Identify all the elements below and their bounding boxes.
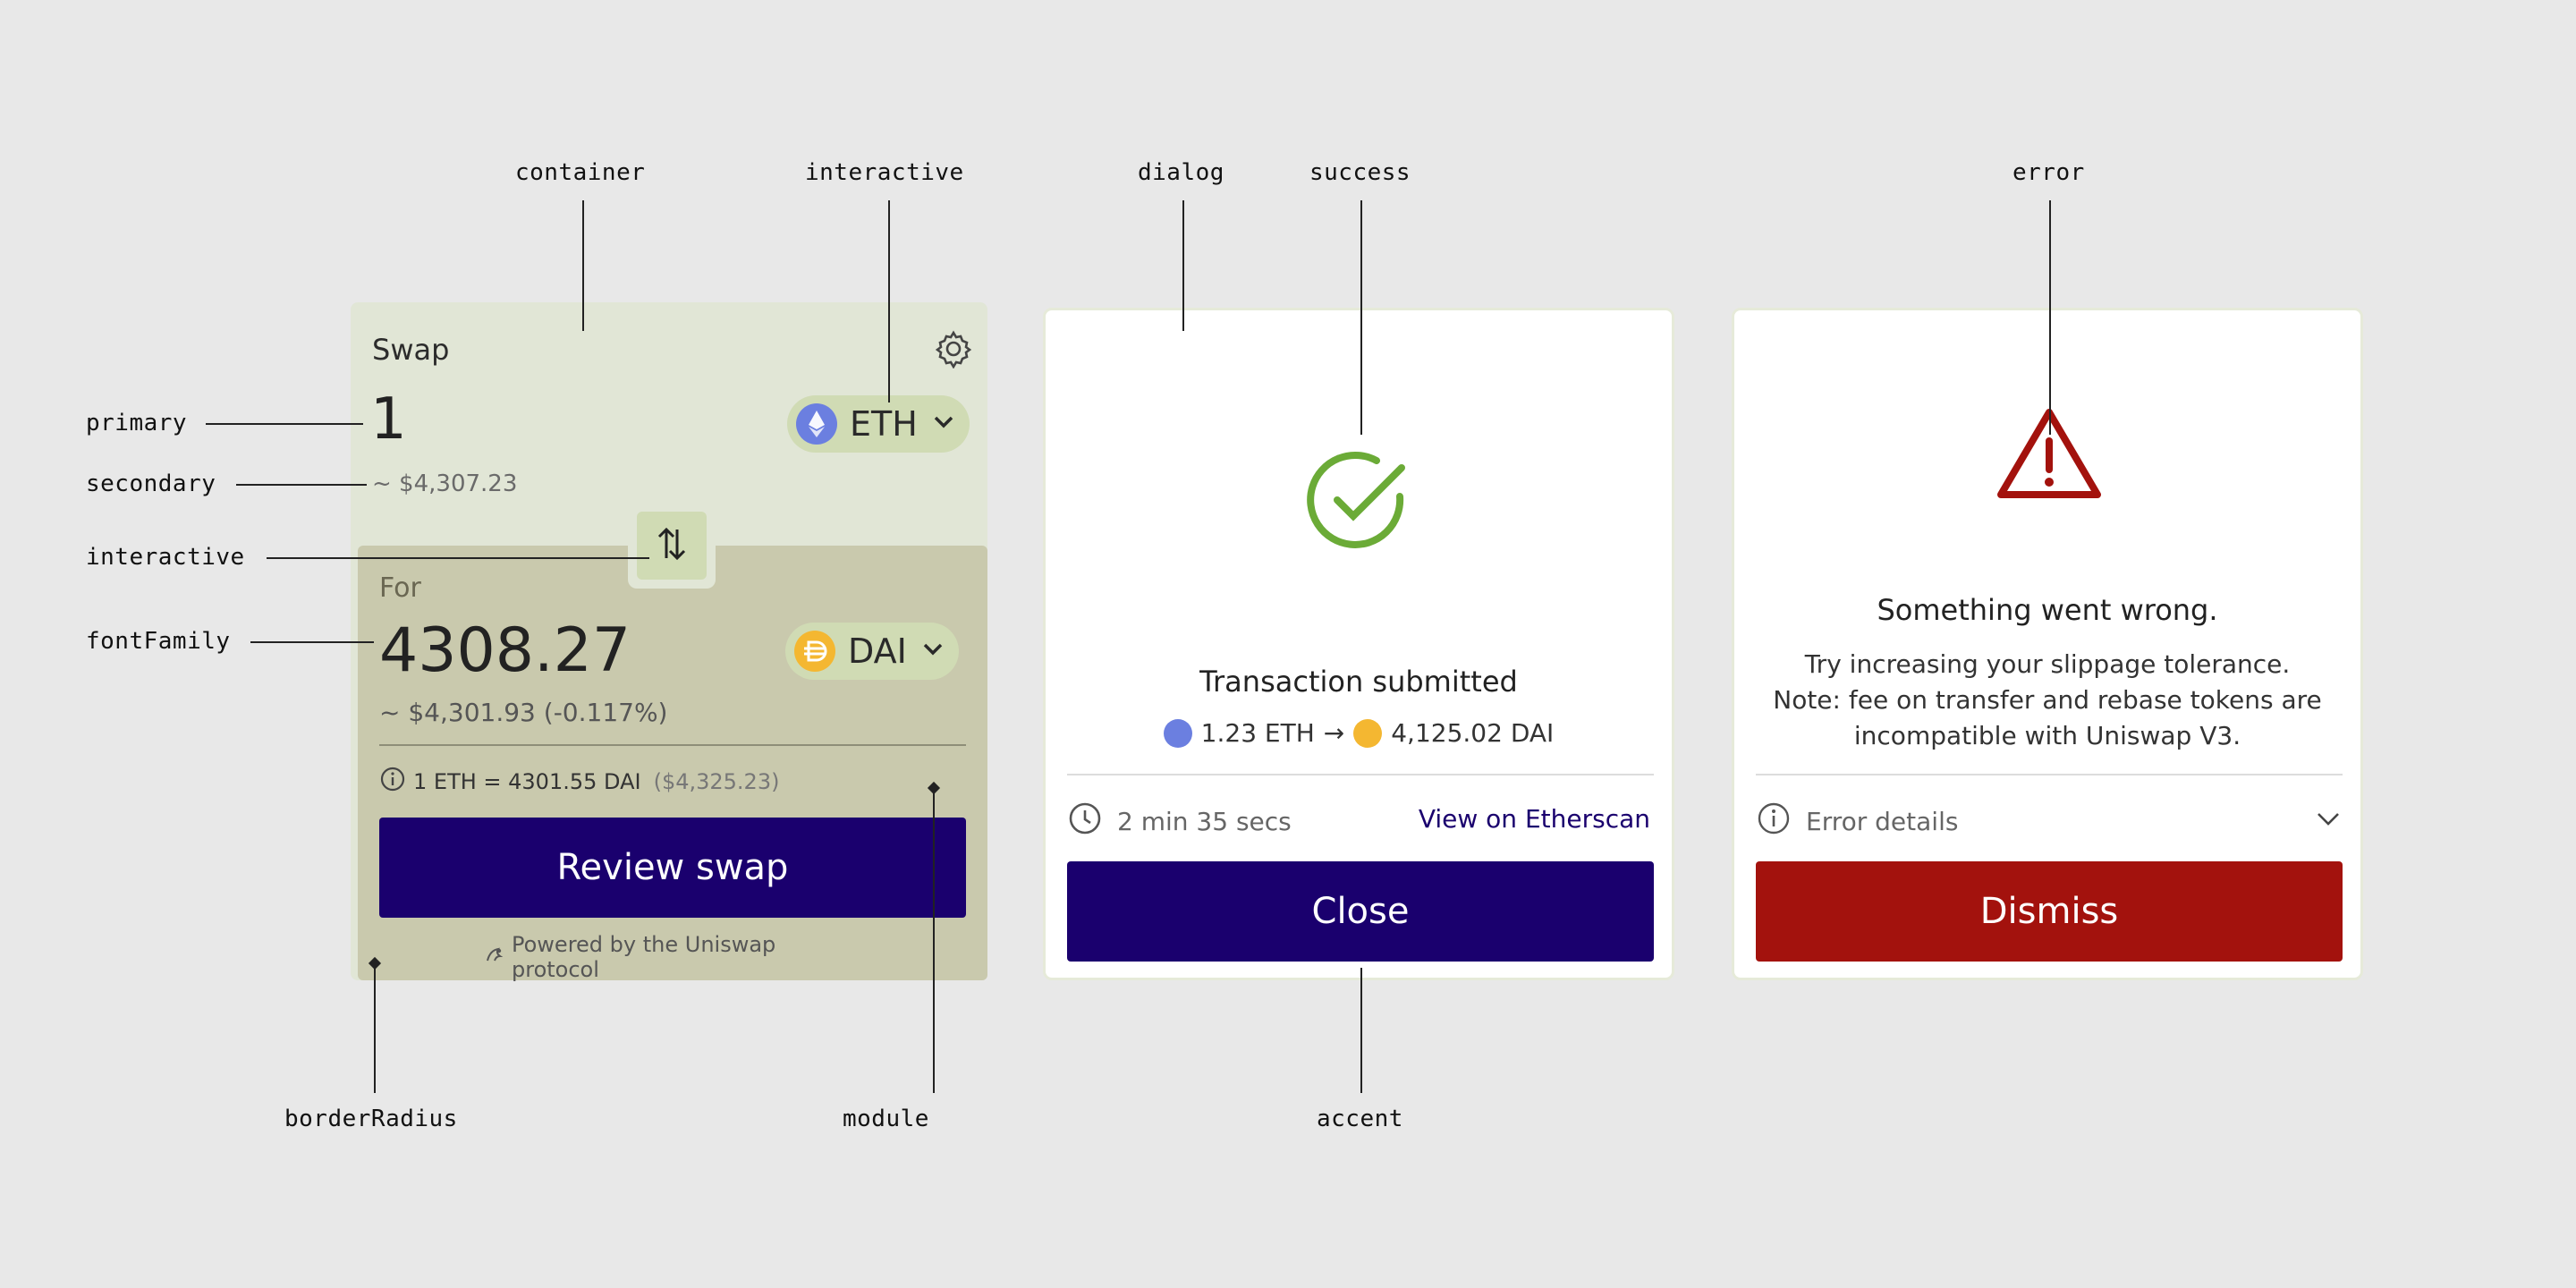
input-amount[interactable]: 1 [370, 386, 407, 453]
error-message-line: Note: fee on transfer and rebase tokens … [1773, 685, 2322, 715]
chevron-down-icon [2314, 804, 2343, 839]
annotation-success: success [1309, 159, 1411, 186]
error-message: Try increasing your slippage tolerance. … [1734, 647, 2360, 754]
annotation-secondary: secondary [86, 470, 216, 497]
annotation-error: error [2012, 159, 2085, 186]
swap-arrows-icon [654, 524, 690, 567]
error-title: Something went wrong. [1877, 593, 2218, 627]
annotation-interactive: interactive [805, 159, 964, 186]
input-token-symbol: ETH [850, 404, 918, 444]
swap-arrows-button[interactable] [637, 512, 707, 580]
leader-line [1360, 968, 1362, 1093]
leader-line [888, 200, 890, 402]
output-token-selector[interactable]: DAI [785, 623, 959, 680]
eth-icon [1163, 718, 1192, 748]
leader-line [933, 791, 935, 1093]
annotation-module: module [843, 1106, 929, 1132]
dai-icon [1353, 718, 1383, 748]
output-label: For [379, 572, 421, 604]
leader-line [374, 966, 376, 1093]
uniswap-icon [483, 943, 506, 971]
divider [1756, 774, 2343, 775]
rate-usd: ($4,325.23) [653, 769, 780, 794]
success-title: Transaction submitted [1199, 665, 1518, 699]
transaction-summary: 1.23 ETH → 4,125.02 DAI [1046, 718, 1672, 748]
output-amount[interactable]: 4308.27 [379, 615, 631, 686]
leader-line [1360, 200, 1362, 435]
exchange-rate: 1 ETH = 4301.55 DAI ($4,325.23) [379, 766, 779, 798]
chevron-down-icon [919, 636, 946, 666]
info-icon [1756, 801, 1792, 843]
close-button[interactable]: Close [1067, 861, 1654, 962]
annotation-container: container [515, 159, 646, 186]
elapsed-text: 2 min 35 secs [1117, 807, 1292, 836]
divider [1067, 774, 1654, 775]
output-usd-value: ~ $4,301.93 (-0.117%) [379, 698, 668, 727]
clock-icon [1067, 801, 1103, 843]
error-details-label: Error details [1806, 807, 1959, 836]
annotation-accent: accent [1317, 1106, 1403, 1132]
output-token-symbol: DAI [848, 631, 907, 671]
input-usd-value: ~ $4,307.23 [372, 470, 518, 497]
check-circle-icon [1305, 446, 1412, 554]
swap-title: Swap [372, 333, 450, 367]
to-amount: 4,125.02 DAI [1391, 718, 1555, 748]
divider [379, 744, 966, 746]
info-icon [379, 766, 406, 798]
annotation-interactive: interactive [86, 544, 245, 571]
leader-line [236, 484, 367, 486]
rate-text: 1 ETH = 4301.55 DAI [413, 769, 641, 794]
powered-by: Powered by the Uniswap protocol [483, 932, 862, 982]
error-message-line: Try increasing your slippage tolerance. [1804, 649, 2291, 679]
review-swap-button[interactable]: Review swap [379, 818, 966, 918]
leader-line [582, 200, 584, 331]
dismiss-button[interactable]: Dismiss [1756, 861, 2343, 962]
arrow-right-icon: → [1323, 718, 1345, 748]
chevron-down-icon [930, 409, 957, 439]
annotation-borderradius: borderRadius [284, 1106, 458, 1132]
elapsed-time: 2 min 35 secs [1067, 801, 1292, 843]
success-dialog: Transaction submitted 1.23 ETH → 4,125.0… [1043, 308, 1674, 980]
view-on-etherscan-link[interactable]: View on Etherscan [1418, 804, 1650, 834]
annotation-dialog: dialog [1138, 159, 1224, 186]
warning-triangle-icon [1994, 405, 2105, 504]
leader-line [250, 641, 374, 643]
leader-line [1182, 200, 1184, 331]
eth-icon [796, 403, 837, 445]
error-message-line: incompatible with Uniswap V3. [1853, 721, 2241, 750]
leader-line [2049, 200, 2051, 435]
annotation-fontfamily: fontFamily [86, 628, 231, 655]
error-details-toggle[interactable]: Error details [1756, 801, 2343, 843]
error-dialog: Something went wrong. Try increasing you… [1732, 308, 2363, 980]
annotation-primary: primary [86, 410, 188, 436]
dai-icon [794, 631, 835, 672]
input-token-selector[interactable]: ETH [787, 395, 970, 453]
powered-by-text: Powered by the Uniswap protocol [512, 932, 776, 982]
leader-line [206, 423, 363, 425]
from-amount: 1.23 ETH [1200, 718, 1315, 748]
leader-line [267, 557, 649, 559]
gear-icon[interactable] [934, 329, 973, 369]
